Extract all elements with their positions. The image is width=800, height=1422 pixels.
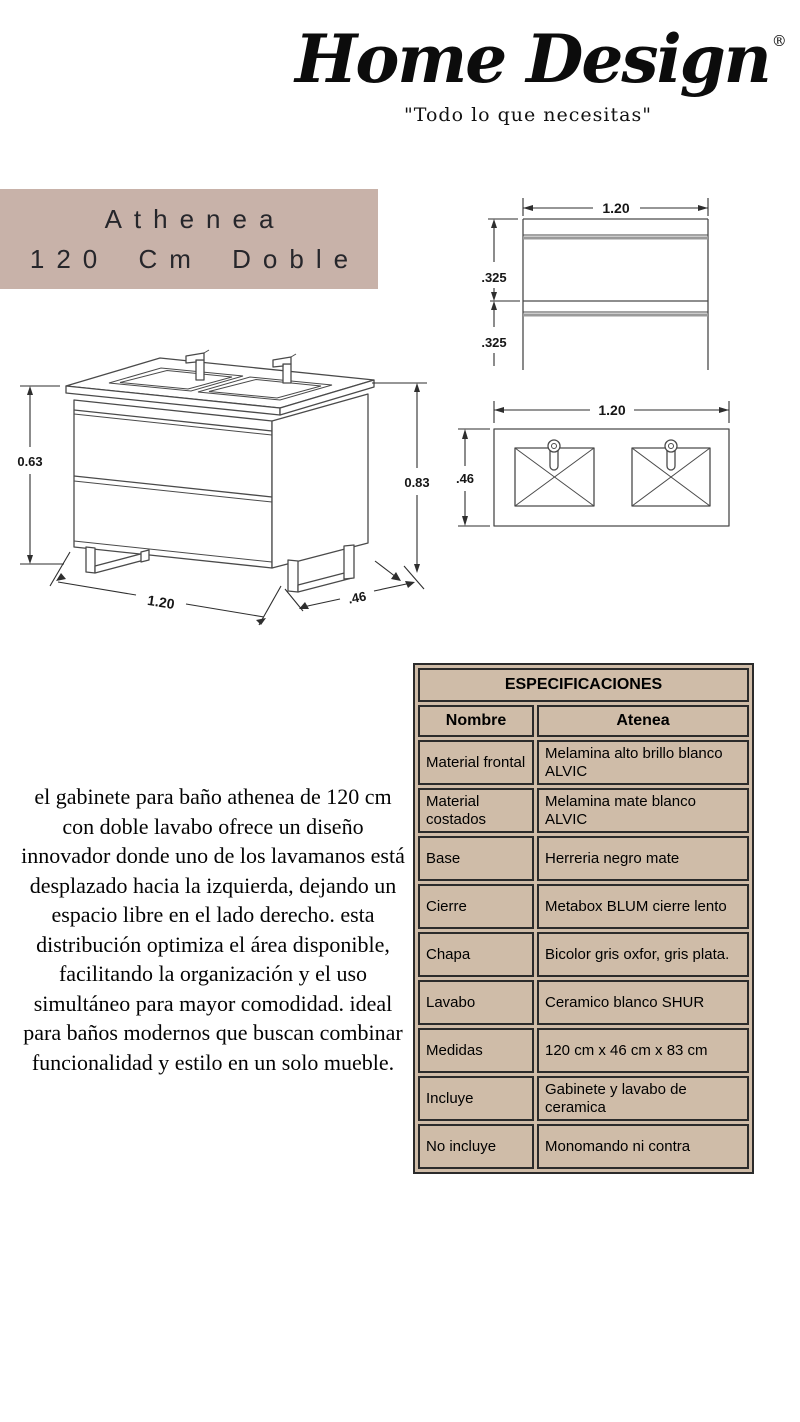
drawer-divider-line <box>73 475 273 498</box>
spec-table-title-row: ESPECIFICACIONES <box>418 668 749 702</box>
metal-leg-right <box>287 544 355 593</box>
vanity-countertop <box>65 357 375 416</box>
spec-label-cell: Material frontal <box>418 740 534 785</box>
top-view-width-label: 1.20 <box>598 402 625 418</box>
spec-label-cell: Base <box>418 836 534 881</box>
dimension-height-right: 0.83 <box>372 382 430 581</box>
vanity-cabinet-body <box>73 393 369 569</box>
countertop-outline <box>493 428 730 527</box>
brand-logo: Home Design® "Todo lo que necesitas" <box>295 12 787 126</box>
dim-label-063: 0.63 <box>17 454 42 469</box>
dim-label-083: 0.83 <box>404 475 429 490</box>
isometric-vanity-drawing: 0.63 0.83 1.20 .46 <box>17 349 430 626</box>
basin-right <box>197 376 333 401</box>
spec-value-cell: Herreria negro mate <box>537 836 749 881</box>
front-view-drawing: 1.20 .325 .325 <box>481 198 709 370</box>
faucet-symbol-left <box>547 439 561 471</box>
dimension-width-bottom: 1.20 <box>49 551 282 626</box>
registered-mark-icon: ® <box>771 32 787 50</box>
spec-value-cell: Metabox BLUM cierre lento <box>537 884 749 929</box>
product-title-line2: 120 Cm Doble <box>29 243 361 274</box>
spec-label-cell: No incluye <box>418 1124 534 1169</box>
metal-leg-left <box>85 546 150 574</box>
spec-value-cell: 120 cm x 46 cm x 83 cm <box>537 1028 749 1073</box>
spec-label-cell: Medidas <box>418 1028 534 1073</box>
spec-value-cell: Melamina mate blanco ALVIC <box>537 788 749 833</box>
drawer-gap-top <box>523 236 708 240</box>
spec-value-cell: Melamina alto brillo blanco ALVIC <box>537 740 749 785</box>
spec-value-cell: Gabinete y lavabo de ceramica <box>537 1076 749 1121</box>
spec-label-cell: Cierre <box>418 884 534 929</box>
faucet-left-icon <box>185 349 210 381</box>
spec-label-cell: Incluye <box>418 1076 534 1121</box>
spec-col-atenea: Atenea <box>537 705 749 737</box>
faucet-right-icon <box>272 353 297 384</box>
dimension-height-left: 0.63 <box>17 385 64 565</box>
dim-label-46: .46 <box>347 588 368 606</box>
spec-label-cell: Lavabo <box>418 980 534 1025</box>
top-view-depth-label: .46 <box>456 471 474 486</box>
spec-value-cell: Monomando ni contra <box>537 1124 749 1169</box>
spec-col-nombre: Nombre <box>418 705 534 737</box>
front-view-drawer-bottom-label: .325 <box>481 335 506 350</box>
top-view-drawing: 1.20 .46 <box>456 401 730 527</box>
product-title-block: Athenea 120 Cm Doble <box>0 189 378 289</box>
logo-wordmark: Home Design® <box>295 12 787 108</box>
spec-value-cell: Bicolor gris oxfor, gris plata. <box>537 932 749 977</box>
spec-label-cell: Material costados <box>418 788 534 833</box>
product-title-line1: Athenea <box>104 203 286 234</box>
spec-label-cell: Chapa <box>418 932 534 977</box>
dim-label-120: 1.20 <box>146 592 176 612</box>
faucet-symbol-right <box>664 439 678 471</box>
spec-table: ESPECIFICACIONES Nombre Atenea Material … <box>413 663 754 1174</box>
spec-value-cell: Ceramico blanco SHUR <box>537 980 749 1025</box>
basin-left <box>108 367 244 392</box>
drawer-gap-bottom <box>523 313 708 317</box>
spec-table-columns-row: Nombre Atenea <box>418 705 749 737</box>
brand-tagline: "Todo lo que necesitas" <box>404 103 652 126</box>
front-view-drawer-top-label: .325 <box>481 270 506 285</box>
front-view-width-label: 1.20 <box>602 200 629 216</box>
dimension-depth-bottom: .46 <box>284 565 425 612</box>
logo-text: Home Design <box>295 20 772 98</box>
orthographic-views-drawing: 1.20 .325 .325 1.20 <box>456 198 730 527</box>
product-description: el gabinete para baño athenea de 120 cm … <box>21 784 405 1075</box>
spec-table-title: ESPECIFICACIONES <box>418 668 749 702</box>
